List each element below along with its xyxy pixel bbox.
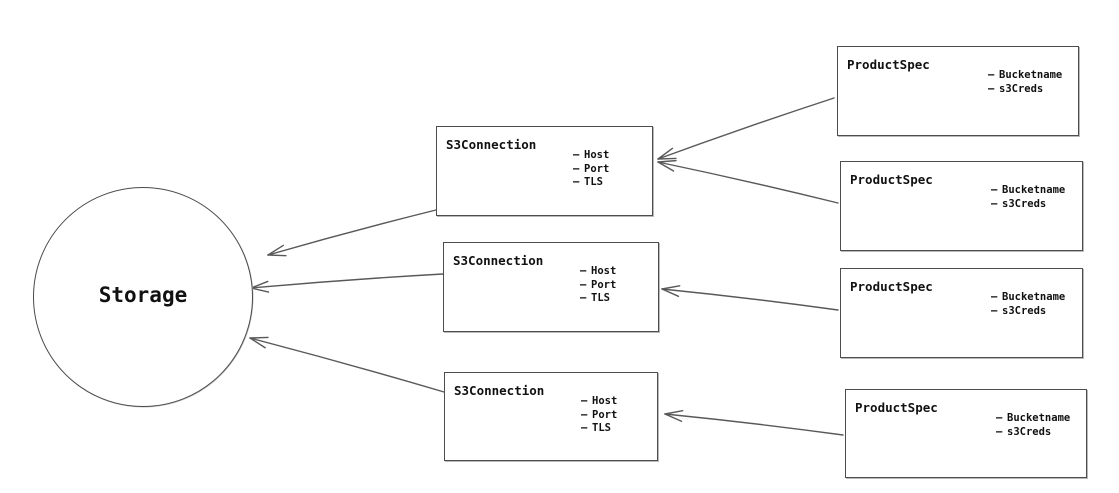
attribute-dash-icon: – [580, 265, 587, 277]
s3connection-node-1[interactable]: S3Connection–Host–Port–TLS [436, 126, 653, 216]
s3connection-title: S3Connection [453, 253, 544, 268]
s3connection-3-to-storage [249, 336, 445, 393]
attribute-dash-icon: – [580, 292, 587, 304]
productspec-attribute-list: –Bucketname–s3Creds [988, 69, 1062, 96]
attribute-label: s3Creds [1002, 197, 1047, 210]
productspec-2-to-s3connection-1 [657, 159, 839, 204]
attribute-dash-icon: – [991, 184, 998, 196]
attribute-label: TLS [591, 292, 610, 304]
productspec-node-2[interactable]: ProductSpec–Bucketname–s3Creds [840, 161, 1083, 251]
attribute-label: s3Creds [999, 82, 1044, 95]
attribute-item: –TLS [573, 176, 609, 190]
attribute-label: Host [591, 265, 617, 277]
attribute-dash-icon: – [581, 395, 588, 407]
attribute-dash-icon: – [988, 69, 995, 81]
attribute-dash-icon: – [573, 162, 580, 175]
attribute-item: –Bucketname [991, 184, 1065, 198]
s3connection-node-3[interactable]: S3Connection–Host–Port–TLS [444, 372, 658, 461]
productspec-title: ProductSpec [855, 400, 938, 415]
attribute-label: s3Creds [1002, 304, 1047, 317]
s3connection-1-to-storage [267, 209, 437, 257]
s3connection-node-2[interactable]: S3Connection–Host–Port–TLS [443, 242, 659, 332]
attribute-item: –TLS [581, 422, 617, 436]
attribute-label: Bucketname [1002, 291, 1066, 303]
attribute-label: s3Creds [1007, 425, 1052, 438]
productspec-node-1[interactable]: ProductSpec–Bucketname–s3Creds [837, 46, 1079, 136]
productspec-1-to-s3connection-1 [657, 97, 835, 160]
attribute-label: Bucketname [1007, 412, 1071, 424]
attribute-dash-icon: – [991, 304, 998, 317]
attribute-dash-icon: – [988, 82, 995, 95]
productspec-title: ProductSpec [850, 279, 933, 294]
productspec-title: ProductSpec [850, 172, 933, 187]
productspec-node-4[interactable]: ProductSpec–Bucketname–s3Creds [845, 389, 1087, 478]
s3connection-attribute-list: –Host–Port–TLS [573, 149, 609, 190]
attribute-dash-icon: – [581, 422, 588, 434]
attribute-item: –s3Creds [991, 305, 1065, 319]
productspec-3-to-s3connection-2 [661, 285, 839, 311]
attribute-item: –Port [581, 409, 617, 423]
attribute-label: Bucketname [999, 69, 1063, 81]
s3connection-attribute-list: –Host–Port–TLS [580, 265, 616, 306]
attribute-dash-icon: – [581, 408, 588, 421]
attribute-item: –s3Creds [991, 198, 1065, 212]
attribute-dash-icon: – [991, 291, 998, 303]
attribute-item: –s3Creds [996, 426, 1070, 440]
attribute-dash-icon: – [573, 149, 580, 161]
attribute-item: –Bucketname [991, 291, 1065, 305]
attribute-item: –TLS [580, 292, 616, 306]
attribute-dash-icon: – [996, 425, 1003, 438]
attribute-label: Host [592, 395, 618, 407]
s3connection-2-to-storage [250, 273, 444, 293]
attribute-label: TLS [584, 176, 603, 188]
productspec-node-3[interactable]: ProductSpec–Bucketname–s3Creds [840, 268, 1083, 358]
attribute-label: Port [591, 278, 617, 291]
s3connection-title: S3Connection [446, 137, 537, 152]
attribute-item: –Bucketname [988, 69, 1062, 83]
attribute-label: Port [592, 408, 618, 421]
productspec-attribute-list: –Bucketname–s3Creds [996, 412, 1070, 439]
attribute-item: –Bucketname [996, 412, 1070, 426]
productspec-attribute-list: –Bucketname–s3Creds [991, 184, 1065, 211]
attribute-item: –Port [580, 279, 616, 293]
attribute-item: –Host [580, 265, 616, 279]
productspec-attribute-list: –Bucketname–s3Creds [991, 291, 1065, 318]
s3connection-title: S3Connection [454, 383, 545, 398]
attribute-label: Bucketname [1002, 184, 1066, 196]
productspec-4-to-s3connection-3 [664, 410, 844, 436]
attribute-item: –s3Creds [988, 83, 1062, 97]
productspec-title: ProductSpec [847, 57, 930, 72]
attribute-label: Port [584, 162, 610, 175]
attribute-dash-icon: – [996, 412, 1003, 424]
attribute-item: –Host [581, 395, 617, 409]
storage-label: Storage [98, 283, 188, 307]
s3connection-attribute-list: –Host–Port–TLS [581, 395, 617, 436]
attribute-dash-icon: – [991, 197, 998, 210]
attribute-dash-icon: – [580, 278, 587, 291]
attribute-label: Host [584, 149, 610, 161]
storage-node[interactable] [33, 187, 253, 407]
attribute-item: –Port [573, 163, 609, 177]
attribute-dash-icon: – [573, 176, 580, 188]
attribute-label: TLS [592, 422, 611, 434]
attribute-item: –Host [573, 149, 609, 163]
